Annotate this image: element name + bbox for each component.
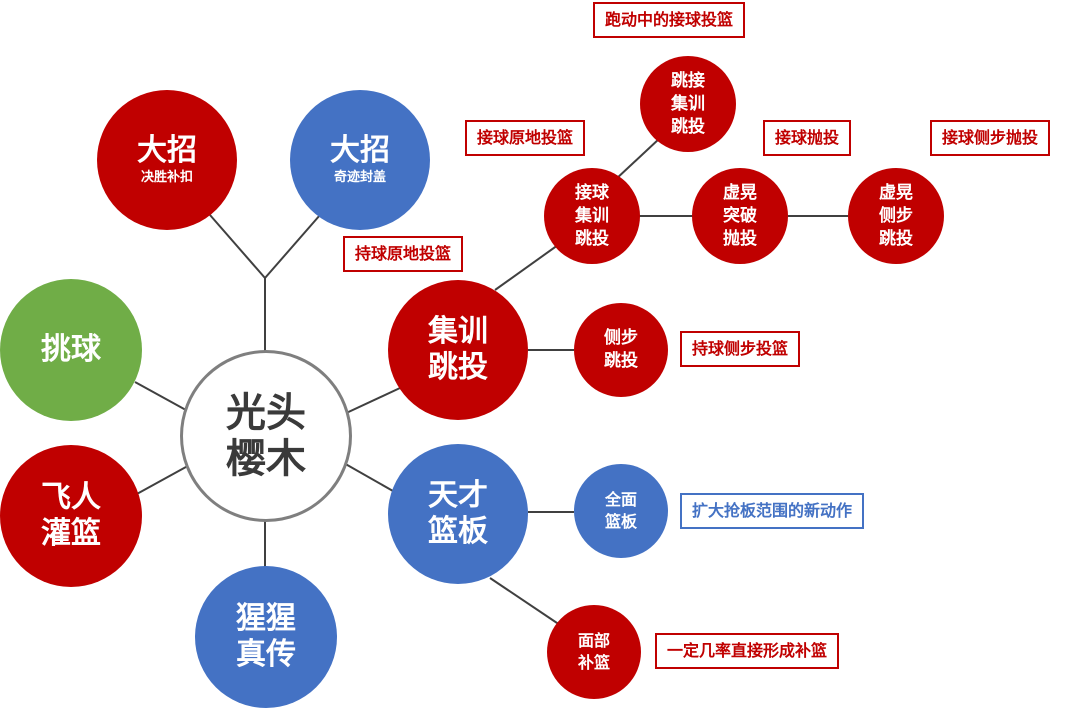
connector-dazhao-red [209, 214, 266, 279]
xingxing-node: 猩猩 真传 [195, 566, 337, 708]
tag-jieqiu-cebu-paotou: 接球侧步抛投 [930, 120, 1051, 156]
tag-jieqiu-paotou: 接球抛投 [763, 120, 852, 156]
tiaoqiu-label: 挑球 [41, 332, 101, 367]
feiren-node: 飞人 灌篮 [0, 445, 142, 587]
center-label: 光头 樱木 [226, 390, 306, 482]
jieqiu-jixun-node: 接球 集训 跳投 [544, 168, 640, 264]
mianbu-label: 面部 补篮 [577, 631, 610, 672]
dazhao-red-sub: 决胜补扣 [140, 170, 193, 185]
tiancai-node: 天才 篮板 [388, 444, 528, 584]
dazhao-red-title: 大招 [137, 133, 197, 168]
quanmian-label: 全面 篮板 [604, 490, 637, 531]
xingxing-label: 猩猩 真传 [236, 601, 296, 672]
connector-tiancai [341, 461, 401, 496]
connector-jixun [341, 387, 401, 416]
feiren-label: 飞人 灌篮 [41, 480, 101, 551]
xuhuang-cebu-node: 虚晃 侧步 跳投 [848, 168, 944, 264]
dazhao-blue-node: 大招 奇迹封盖 [290, 90, 430, 230]
xuhuang-tupo-node: 虚晃 突破 抛投 [692, 168, 788, 264]
xuhuang-tupo-label: 虚晃 突破 抛投 [723, 182, 757, 249]
tiaojie-jixun-node: 跳接 集训 跳投 [640, 56, 736, 152]
center-node: 光头 樱木 [180, 350, 352, 522]
tag-chiqiu-cebu: 持球侧步投篮 [680, 331, 801, 367]
cebu-tiaotou-node: 侧步 跳投 [574, 303, 668, 397]
connector-dazhao-blue [264, 214, 321, 279]
tag-chiqiu-yuandi: 持球原地投篮 [343, 236, 464, 272]
tag-paodong: 跑动中的接球投篮 [593, 2, 746, 38]
quanmian-node: 全面 篮板 [574, 464, 668, 558]
tiaojie-jixun-label: 跳接 集训 跳投 [671, 70, 705, 137]
connector-tiaojie [614, 137, 661, 181]
tag-jieqiu-yuandi: 接球原地投篮 [465, 120, 586, 156]
dazhao-red-node: 大招 决胜补扣 [97, 90, 237, 230]
jieqiu-jixun-label: 接球 集训 跳投 [575, 182, 609, 249]
jixun-label: 集训 跳投 [428, 314, 488, 385]
connector-jieqiu-jixun [494, 244, 559, 291]
connector-mianbu [489, 577, 561, 626]
tag-yiding: 一定几率直接形成补篮 [655, 633, 840, 669]
jixun-node: 集训 跳投 [388, 280, 528, 420]
dazhao-blue-sub: 奇迹封盖 [333, 170, 386, 185]
cebu-tiaotou-label: 侧步 跳投 [604, 328, 638, 371]
tiaoqiu-node: 挑球 [0, 279, 142, 421]
tag-kuoda: 扩大抢板范围的新动作 [680, 493, 865, 529]
tiancai-label: 天才 篮板 [428, 478, 488, 549]
mianbu-node: 面部 补篮 [547, 605, 641, 699]
dazhao-blue-title: 大招 [330, 133, 390, 168]
xuhuang-cebu-label: 虚晃 侧步 跳投 [879, 182, 913, 249]
